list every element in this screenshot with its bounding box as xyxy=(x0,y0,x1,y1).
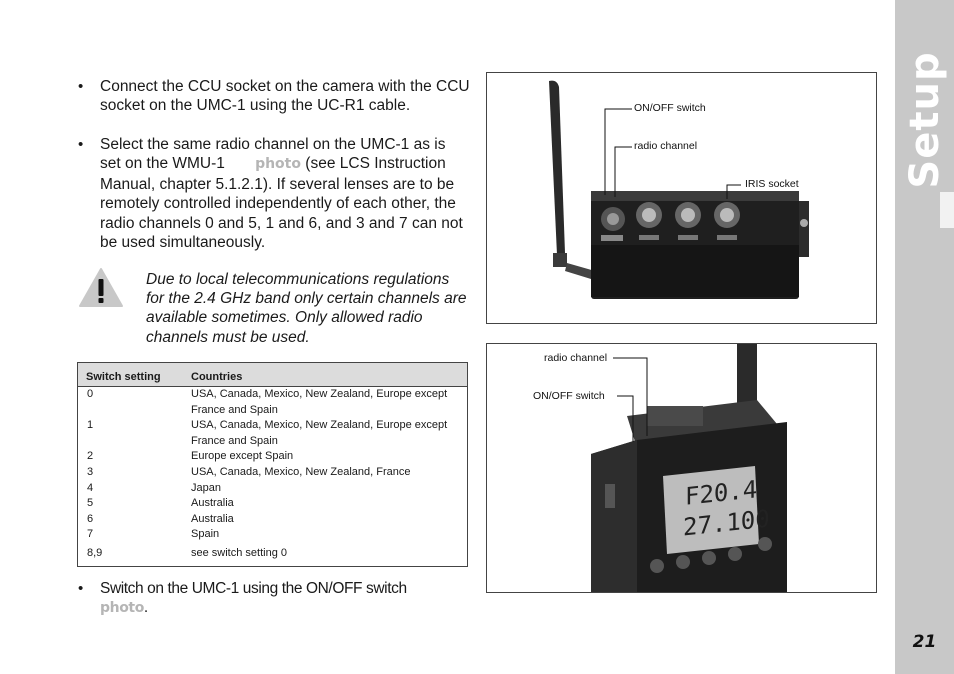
table-row: 5 Australia xyxy=(78,496,467,512)
callout-radio-channel: radio channel xyxy=(634,140,698,152)
callout-on-off-switch: ON/OFF switch xyxy=(634,102,706,114)
callout-on-off-switch: ON/OFF switch xyxy=(533,390,605,402)
table-row: 1 USA, Canada, Mexico, New Zealand, Europ… xyxy=(78,418,467,449)
warning-triangle-icon xyxy=(79,268,123,307)
table-row: 4 Japan xyxy=(78,481,467,497)
table-row: 3 USA, Canada, Mexico, New Zealand, Franc… xyxy=(78,465,467,481)
callout-radio-channel: radio channel xyxy=(544,352,608,364)
photo-reference: photo xyxy=(100,600,144,617)
table-row: 2 Europe except Spain xyxy=(78,449,467,465)
callout-iris-socket: IRIS socket xyxy=(745,178,799,190)
cell-switch-setting: 6 xyxy=(87,512,94,525)
warning-text: Due to local telecommunications regulati… xyxy=(146,271,467,346)
table-row: 8,9 see switch setting 0 xyxy=(78,546,467,562)
instruction-paragraph: Select the same radio channel on the UMC… xyxy=(100,136,463,252)
instruction-paragraph: Connect the CCU socket on the camera wit… xyxy=(100,78,470,115)
table-row: 0 USA, Canada, Mexico, New Zealand, Europ… xyxy=(78,387,467,418)
cell-switch-setting: 1 xyxy=(87,419,94,432)
photo-reference: photo xyxy=(255,156,301,173)
cell-countries: Australia xyxy=(191,497,234,510)
cell-switch-setting: 7 xyxy=(87,528,94,541)
cell-countries: Spain xyxy=(191,528,220,541)
umc1-display-illustration xyxy=(591,344,787,592)
bullet-marker: • xyxy=(78,136,84,153)
cell-switch-setting: 4 xyxy=(87,481,94,494)
section-tab-marker xyxy=(940,192,954,228)
cell-countries: Japan xyxy=(191,481,221,494)
table-header: Switch setting Countries xyxy=(78,363,467,387)
instruction-paragraph: Switch on the UMC-1 using the ON/OFF swi… xyxy=(100,580,407,617)
bullet-marker: • xyxy=(78,78,84,95)
cell-switch-setting: 2 xyxy=(87,450,94,463)
umc1-device-illustration xyxy=(549,80,809,299)
cell-switch-setting: 0 xyxy=(87,388,94,400)
cell-countries: Australia xyxy=(191,512,234,525)
umc1-display-photo: F20.4 27.100 radio channel ON/OFF switch xyxy=(486,343,877,593)
cell-switch-setting: 8,9 xyxy=(87,546,103,559)
page-number: 21 xyxy=(912,632,937,652)
cell-switch-setting: 5 xyxy=(87,497,94,510)
column-header-switch-setting: Switch setting xyxy=(86,371,161,383)
cell-countries: USA, Canada, Mexico, New Zealand, Europe… xyxy=(191,388,448,416)
column-header-countries: Countries xyxy=(191,371,243,383)
cell-countries: Europe except Spain xyxy=(191,450,294,463)
sidebar: Setup xyxy=(895,0,954,674)
cell-switch-setting: 3 xyxy=(87,465,94,478)
bullet-marker: • xyxy=(78,580,84,597)
cell-countries: USA, Canada, Mexico, New Zealand, France xyxy=(191,465,411,478)
table-row: 6 Australia xyxy=(78,512,467,528)
section-title: Setup xyxy=(901,51,948,189)
cell-countries: see switch setting 0 xyxy=(191,546,287,559)
umc1-top-photo: ON/OFF switch radio channel IRIS socket xyxy=(486,72,877,324)
cell-countries: USA, Canada, Mexico, New Zealand, Europe… xyxy=(191,419,448,447)
table-row: 7 Spain xyxy=(78,527,467,543)
